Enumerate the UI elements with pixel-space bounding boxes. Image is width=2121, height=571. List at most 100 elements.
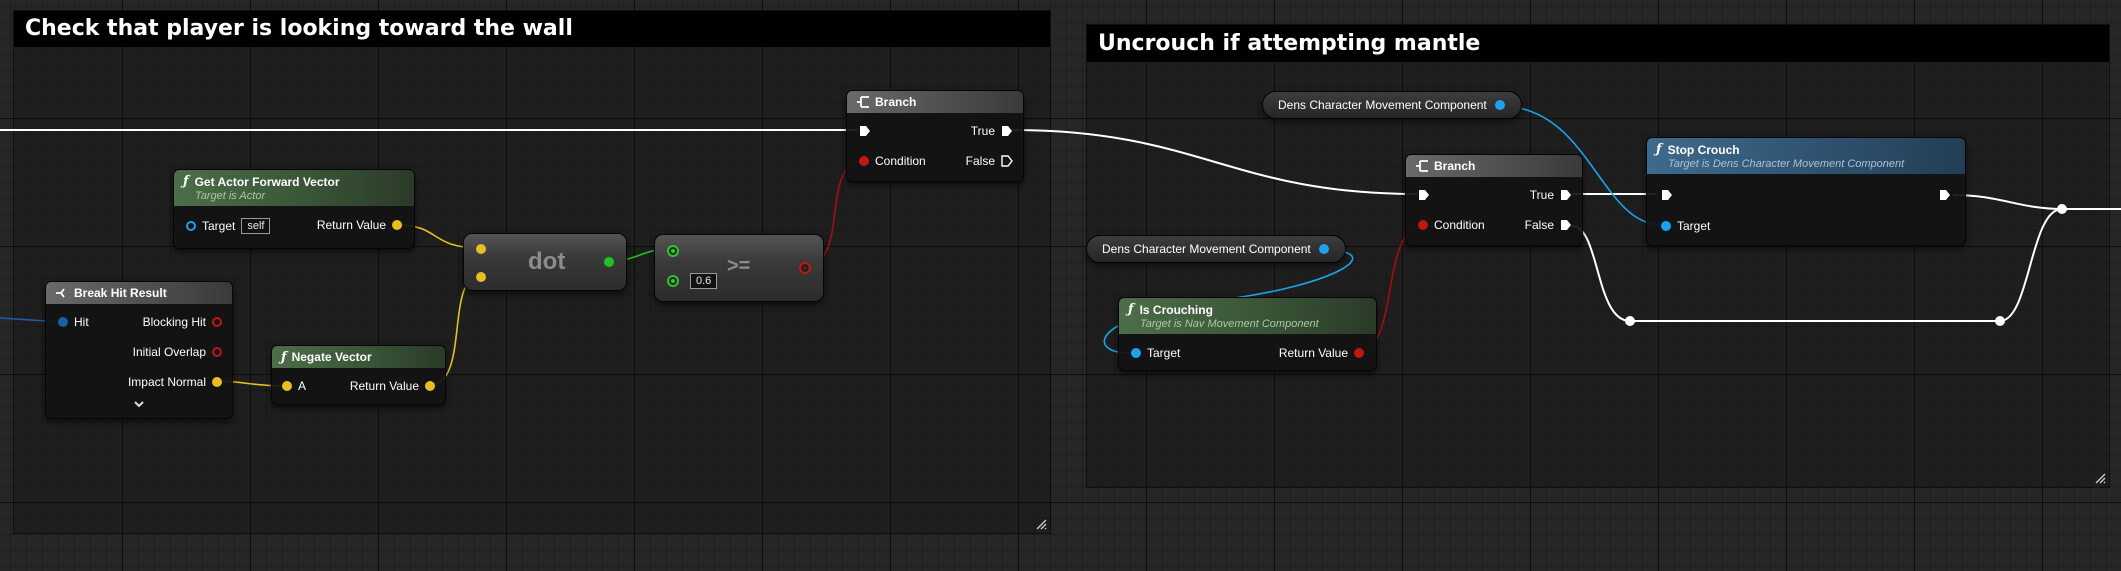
return-value-pin-row[interactable]: Return Value: [350, 379, 435, 393]
exec-in-pin-icon[interactable]: [859, 125, 871, 137]
pin-label: A: [298, 379, 307, 393]
pin-label: Return Value: [316, 218, 386, 232]
pin-label: Return Value: [1278, 346, 1348, 360]
true-pin-row[interactable]: True: [971, 124, 1013, 138]
get-actor-forward-vector-node[interactable]: ƒ Get Actor Forward Vector Target is Acto…: [173, 169, 415, 249]
object-pin-icon[interactable]: [1494, 100, 1505, 110]
true-pin-row[interactable]: True: [1530, 188, 1572, 202]
dens-character-movement-component-variable[interactable]: Dens Character Movement Component: [1262, 91, 1522, 119]
vector-pin-icon[interactable]: [476, 244, 486, 254]
node-subtitle: Target is Nav Movement Component: [1140, 318, 1319, 330]
float-pin-icon[interactable]: [667, 245, 679, 257]
hit-pin-row[interactable]: Hit: [58, 315, 89, 329]
object-pin-icon[interactable]: [1318, 244, 1329, 254]
vector-pin-icon[interactable]: [392, 220, 402, 230]
pin-label: Target: [202, 219, 236, 233]
float-pin-icon[interactable]: [604, 257, 614, 267]
function-icon: ƒ: [1656, 142, 1662, 157]
exec-in-pin-icon[interactable]: [1418, 189, 1430, 201]
function-icon: ƒ: [183, 174, 189, 189]
comment-title[interactable]: Uncrouch if attempting mantle: [1087, 25, 2109, 62]
comment-title[interactable]: Check that player is looking toward the …: [14, 11, 1050, 47]
node-header: ƒ Stop Crouch Target is Dens Character Mo…: [1647, 138, 1965, 174]
node-title: Branch: [875, 95, 917, 109]
stop-crouch-node[interactable]: ƒ Stop Crouch Target is Dens Character Mo…: [1646, 137, 1966, 246]
resize-grip-icon[interactable]: [2094, 472, 2106, 484]
node-title: >=: [727, 255, 751, 277]
condition-pin-row[interactable]: Condition: [859, 154, 926, 168]
initial-overlap-pin-row[interactable]: Initial Overlap: [133, 345, 222, 359]
branch-icon: [857, 96, 869, 108]
return-value-pin-row[interactable]: Return Value: [1279, 346, 1364, 360]
node-header: ƒ Get Actor Forward Vector Target is Acto…: [174, 170, 414, 206]
condition-pin-row[interactable]: Condition: [1418, 218, 1485, 232]
node-header: Branch: [847, 91, 1023, 113]
pin-label: Condition: [1434, 218, 1485, 232]
target-pin-row[interactable]: Target: [1661, 219, 1710, 233]
vector-pin-icon[interactable]: [212, 377, 222, 387]
negate-vector-node[interactable]: ƒ Negate Vector A Return Value: [271, 345, 446, 405]
pin-label: Initial Overlap: [132, 345, 206, 359]
object-pin-icon[interactable]: [1661, 221, 1671, 231]
bool-pin-icon[interactable]: [212, 347, 222, 357]
object-pin-icon[interactable]: [1131, 348, 1141, 358]
false-pin-row[interactable]: False: [966, 154, 1013, 168]
bool-pin-icon[interactable]: [1418, 220, 1428, 230]
node-title: Get Actor Forward Vector: [194, 174, 340, 189]
pin-label: Impact Normal: [127, 375, 206, 389]
pin-label: True: [970, 124, 995, 138]
node-subtitle: Target is Actor: [195, 190, 266, 202]
pin-label: Hit: [74, 315, 89, 329]
node-header: Branch: [1406, 155, 1582, 177]
exec-out-pin-icon[interactable]: [1001, 155, 1013, 167]
struct-pin-icon[interactable]: [58, 317, 68, 327]
variable-label: Dens Character Movement Component: [1102, 242, 1311, 256]
exec-out-pin-icon[interactable]: [1560, 189, 1572, 201]
exec-in-pin-icon[interactable]: [1661, 189, 1673, 201]
node-subtitle: Target is Dens Character Movement Compon…: [1668, 158, 1905, 170]
bool-pin-icon[interactable]: [212, 317, 222, 327]
node-title: Is Crouching: [1139, 302, 1213, 317]
exec-out-pin-icon[interactable]: [1001, 125, 1013, 137]
exec-out-pin-icon[interactable]: [1560, 219, 1572, 231]
return-value-pin-row[interactable]: Return Value: [317, 218, 402, 232]
bool-pin-icon[interactable]: [1354, 348, 1364, 358]
node-title: dot: [528, 248, 566, 275]
float-pin-icon[interactable]: [667, 275, 679, 287]
pin-label: False: [965, 154, 995, 168]
dens-character-movement-component-variable[interactable]: Dens Character Movement Component: [1086, 235, 1346, 263]
target-self-field[interactable]: self: [241, 218, 271, 234]
target-pin-row[interactable]: Target: [1131, 346, 1180, 360]
branch-node[interactable]: Branch True Condition False: [846, 90, 1024, 182]
node-title: Negate Vector: [291, 350, 372, 364]
chevron-down-icon[interactable]: [133, 400, 145, 408]
node-title: Branch: [1434, 159, 1476, 173]
blocking-hit-pin-row[interactable]: Blocking Hit: [143, 315, 222, 329]
impact-normal-pin-row[interactable]: Impact Normal: [128, 375, 222, 389]
bool-pin-icon[interactable]: [859, 156, 869, 166]
node-title: Stop Crouch: [1667, 142, 1740, 157]
a-pin-row[interactable]: A: [282, 379, 306, 393]
variable-label: Dens Character Movement Component: [1278, 98, 1487, 112]
target-pin-row[interactable]: Target self: [186, 218, 271, 234]
bool-pin-icon[interactable]: [799, 262, 811, 274]
resize-grip-icon[interactable]: [1035, 518, 1047, 530]
branch-node[interactable]: Branch True Condition False: [1405, 154, 1583, 246]
break-hit-result-node[interactable]: Break Hit Result Hit Blocking Hit Initia…: [45, 281, 233, 419]
b-value-field[interactable]: 0.6: [690, 273, 718, 289]
node-header: Break Hit Result: [46, 282, 232, 304]
vector-pin-icon[interactable]: [425, 381, 435, 391]
branch-icon: [1416, 160, 1428, 172]
greater-equal-node[interactable]: 0.6 >=: [654, 234, 824, 302]
pin-label: True: [1529, 188, 1554, 202]
is-crouching-node[interactable]: ƒ Is Crouching Target is Nav Movement Com…: [1118, 297, 1377, 371]
function-icon: ƒ: [1128, 302, 1134, 317]
vector-pin-icon[interactable]: [282, 381, 292, 391]
false-pin-row[interactable]: False: [1525, 218, 1572, 232]
vector-pin-icon[interactable]: [476, 272, 486, 282]
exec-out-pin-icon[interactable]: [1939, 189, 1951, 201]
object-pin-icon[interactable]: [186, 221, 196, 231]
function-icon: ƒ: [281, 349, 287, 365]
dot-product-node[interactable]: dot: [463, 233, 627, 291]
pin-label: Target: [1147, 346, 1181, 360]
